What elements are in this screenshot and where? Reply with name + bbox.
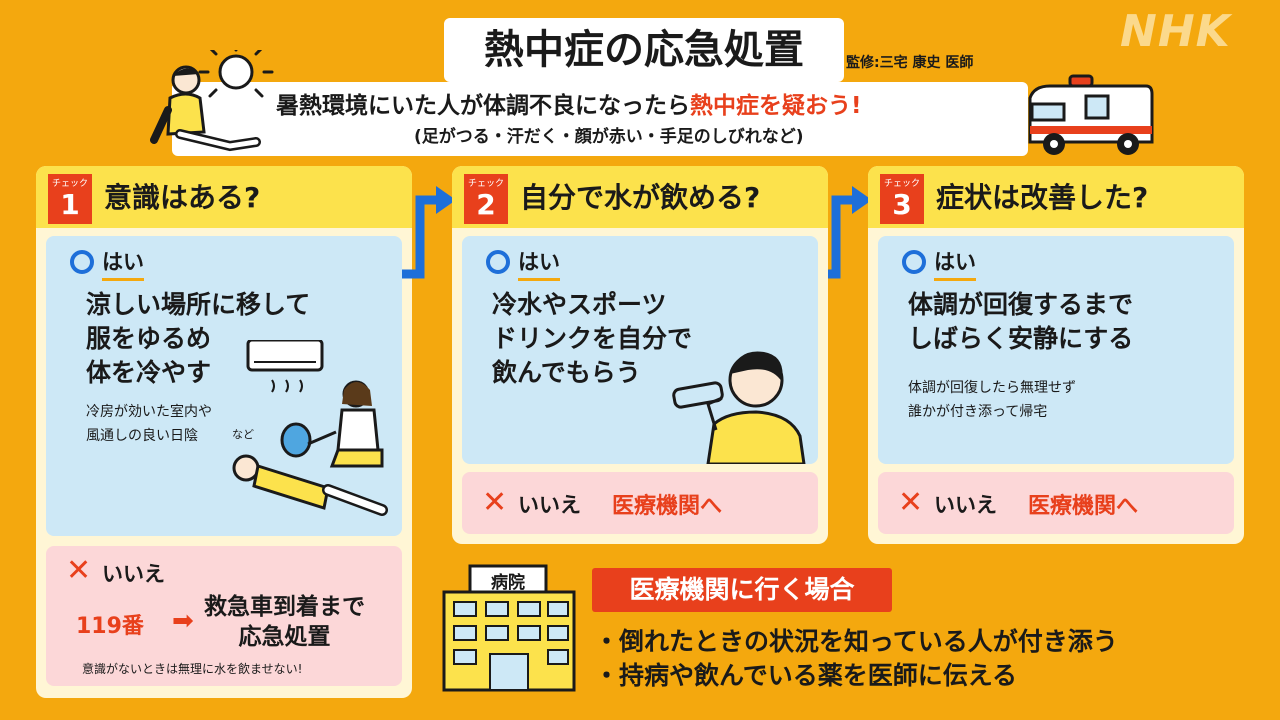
hospital-building-illustration — [442, 564, 576, 692]
yes-instruction: 涼しい場所に移して 服をゆるめ 体を冷やす — [86, 290, 311, 387]
check-card-2: チェック 2 自分で水が飲める? はい 冷水やスポーツ ドリンクを自分で 飲んで… — [452, 166, 828, 544]
warning-banner — [172, 82, 1028, 156]
yes-note: 冷房が効いた室内や 風通しの良い日陰 — [86, 404, 212, 444]
helper-person-icon — [329, 380, 384, 468]
no-destination: 医療機関へ — [1028, 494, 1139, 519]
yes-box-1: はい 涼しい場所に移して 服をゆるめ 体を冷やす 冷房が効いた室内や 風通しの良… — [46, 236, 402, 536]
ambulance-illustration — [1028, 74, 1154, 155]
yes-note-tail: など — [232, 428, 254, 441]
water-bottle-icon — [672, 381, 724, 409]
no-label: いいえ — [102, 562, 165, 586]
x-icon: ✕ — [66, 553, 92, 588]
tired-person-icon — [150, 65, 261, 152]
check-card-3: チェック 3 症状は改善した? はい 体調が回復するまで しばらく安静にする 体… — [868, 166, 1244, 544]
check-question-1: 意識はある? — [104, 181, 261, 214]
warning-pre: 暑熱環境にいた人が体調不良になったら — [276, 93, 690, 119]
arrow-right-icon: ➡ — [172, 606, 194, 636]
sun-person-illustration — [150, 50, 274, 152]
no-note: 意識がないときは無理に水を飲ませない! — [82, 662, 303, 676]
drinking-person-icon — [706, 351, 806, 464]
hospital-sign: 病院 — [491, 573, 525, 593]
sun-icon — [198, 50, 274, 98]
no-label: いいえ — [518, 493, 581, 517]
badge-number: 3 — [892, 188, 912, 221]
drinking-person-illustration — [672, 351, 806, 464]
yes-label: はい — [518, 246, 560, 281]
no-action: 救急車到着まで 応急処置 — [204, 594, 365, 650]
no-box-1: ✕ いいえ 119番 ➡ 救急車到着まで 応急処置 意識がないときは無理に水を飲… — [46, 546, 402, 686]
card-header — [868, 166, 1244, 228]
yes-label: はい — [102, 246, 144, 281]
check-badge-3: チェック 3 — [880, 174, 924, 224]
warning-text: 暑熱環境にいた人が体調不良になったら熱中症を疑おう! — [276, 86, 862, 120]
yes-box-2: はい 冷水やスポーツ ドリンクを自分で 飲んでもらう — [462, 236, 818, 464]
yes-note: 体調が回復したら無理せず 誰かが付き添って帰宅 — [908, 380, 1076, 420]
badge-number: 1 — [60, 188, 80, 221]
yes-label: はい — [934, 246, 976, 281]
no-box-3: ✕ いいえ 医療機関へ — [878, 472, 1234, 534]
warning-subtext: (足がつる・汗だく・顔が赤い・手足のしびれなど) — [414, 127, 804, 147]
warning-emphasis: 熱中症を疑おう! — [690, 93, 862, 119]
no-box-2: ✕ いいえ 医療機関へ — [462, 472, 818, 534]
emergency-number: 119番 — [76, 614, 144, 639]
air-conditioner-icon — [246, 340, 324, 393]
yes-instruction: 冷水やスポーツ ドリンクを自分で 飲んでもらう — [492, 290, 693, 387]
yes-box-3: はい 体調が回復するまで しばらく安静にする 体調が回復したら無理せず 誰かが付… — [878, 236, 1234, 464]
cooling-scene-illustration — [232, 340, 388, 516]
nhk-logo: NHK — [1120, 6, 1231, 57]
page-title: 熱中症の応急処置 — [444, 18, 844, 82]
check-badge-2: チェック 2 — [464, 174, 508, 224]
badge-label: チェック — [51, 179, 88, 189]
no-destination: 医療機関へ — [612, 494, 723, 519]
check-badge-1: チェック 1 — [48, 174, 92, 224]
circle-icon — [902, 250, 926, 274]
check-question-2: 自分で水が飲める? — [520, 181, 761, 214]
hospital-bullet-1: ・倒れたときの状況を知っている人が付き添う — [594, 627, 1118, 656]
check-question-3: 症状は改善した? — [936, 181, 1149, 214]
circle-icon — [486, 250, 510, 274]
x-icon: ✕ — [482, 485, 508, 520]
yes-instruction: 体調が回復するまで しばらく安静にする — [908, 290, 1134, 353]
hospital-section-title: 医療機関に行く場合 — [592, 568, 892, 612]
badge-label: チェック — [883, 179, 920, 189]
check-card-1: チェック 1 意識はある? はい 涼しい場所に移して 服をゆるめ 体を冷やす 冷… — [36, 166, 412, 698]
badge-label: チェック — [467, 179, 504, 189]
card-header — [36, 166, 412, 228]
fan-icon — [280, 422, 337, 458]
card-header — [452, 166, 828, 228]
supervisor-credit: 監修:三宅 康史 医師 — [846, 55, 974, 71]
hospital-bullet-2: ・持病や飲んでいる薬を医師に伝える — [594, 661, 1018, 690]
x-icon: ✕ — [898, 485, 924, 520]
connector-arrow-1 — [402, 186, 456, 279]
lying-person-icon — [232, 454, 388, 516]
no-label: いいえ — [934, 493, 997, 517]
circle-icon — [70, 250, 94, 274]
badge-number: 2 — [476, 188, 496, 221]
